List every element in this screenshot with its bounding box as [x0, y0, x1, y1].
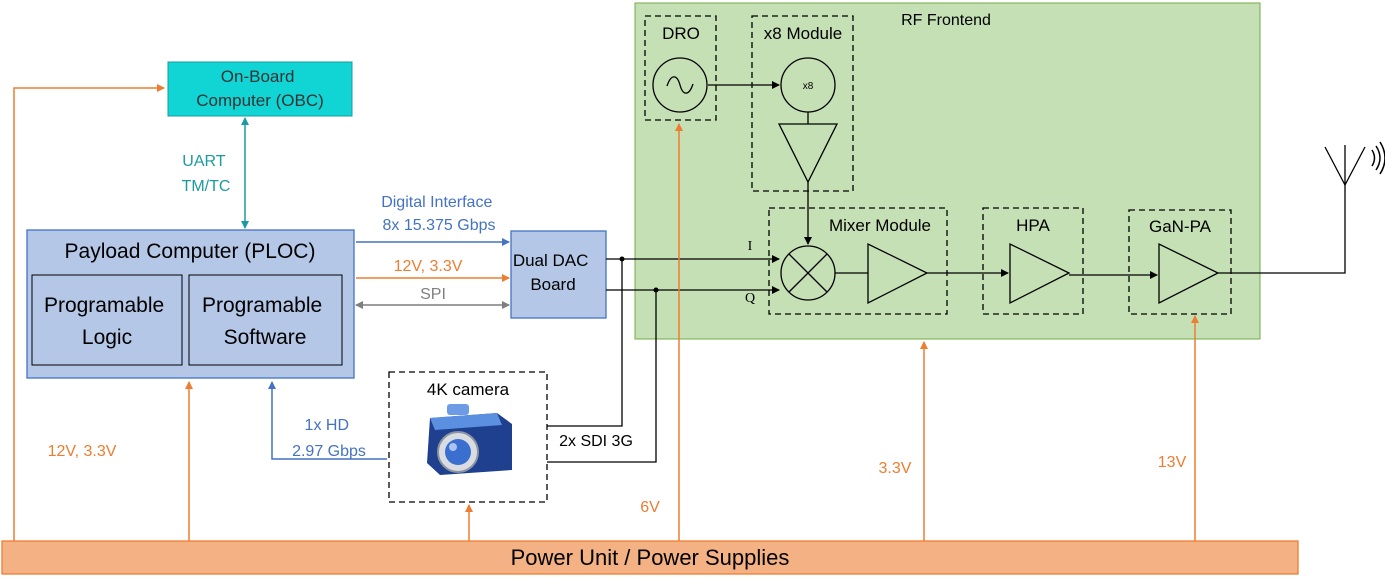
dual-dac-line2: Board — [530, 275, 575, 294]
gan-pa-label: GaN-PA — [1149, 217, 1212, 236]
gan-pa-module — [1128, 209, 1232, 315]
obc-label-line1: On-Board — [221, 67, 295, 86]
camera-label: 4K camera — [427, 380, 510, 399]
ploc-power-label: 12V, 3.3V — [48, 443, 117, 460]
obc-label-line2: Computer (OBC) — [196, 91, 324, 110]
digital-interface-label: Digital Interface 8x 15.375 Gbps — [381, 194, 497, 234]
mixer-module-label: Mixer Module — [829, 216, 931, 235]
ploc-label: Payload Computer (PLOC) — [65, 240, 316, 263]
rf-frontend-label: RF Frontend — [901, 12, 991, 29]
x8-symbol-label: x8 — [803, 81, 814, 92]
hd-link-label: 1x HD 2.97 Gbps — [292, 417, 366, 460]
digital-interface-line1: Digital Interface — [381, 194, 492, 211]
x8-module — [751, 15, 854, 192]
sdi-label: 2x SDI 3G — [559, 433, 633, 450]
dual-dac-label: Dual DAC Board — [513, 251, 593, 294]
programable-logic-line2: Logic — [82, 326, 132, 349]
programable-software-block — [188, 274, 343, 366]
mixer-module — [768, 207, 948, 315]
camera-icon — [427, 404, 512, 475]
x8-amplifier-icon — [777, 123, 839, 184]
power-unit-block — [1, 540, 1299, 575]
programable-logic-block — [31, 274, 183, 366]
antenna-icon — [1324, 141, 1385, 186]
hd-link-line1: 1x HD — [305, 417, 349, 434]
mixer-amplifier-icon — [867, 242, 929, 305]
hpa-label: HPA — [1016, 216, 1050, 235]
gan-pa-amplifier-icon — [1158, 242, 1220, 305]
dac-power-label: 12V, 3.3V — [394, 258, 463, 275]
ganpa-power-label: 13V — [1158, 454, 1187, 471]
oscillator-icon — [652, 57, 708, 113]
digital-interface-line2: 8x 15.375 Gbps — [383, 217, 496, 234]
spi-label: SPI — [420, 286, 446, 303]
programable-logic-line1: Programable — [44, 294, 164, 317]
uart-label-line2: TM/TC — [182, 178, 231, 195]
dual-dac-block — [510, 230, 607, 319]
rf-frontend-block — [634, 2, 1261, 340]
dro-power-label: 6V — [640, 499, 660, 516]
i-signal-label: I — [748, 239, 753, 254]
dro-module — [644, 15, 717, 121]
power-unit-label: Power Unit / Power Supplies — [511, 545, 790, 570]
uart-label: UART TM/TC — [182, 153, 231, 195]
programable-software-line2: Software — [224, 326, 307, 349]
q-signal-label: Q — [745, 291, 755, 306]
dual-dac-line1: Dual DAC — [513, 251, 589, 270]
hd-link-line2: 2.97 Gbps — [292, 443, 366, 460]
x8-module-label: x8 Module — [764, 24, 842, 43]
dro-label: DRO — [662, 24, 700, 43]
hpa-amplifier-icon — [1009, 242, 1071, 305]
programable-logic-label: Programable Logic — [44, 294, 170, 349]
programable-software-label: Programable Software — [202, 294, 328, 349]
uart-label-line1: UART — [182, 153, 225, 170]
programable-software-line1: Programable — [202, 294, 322, 317]
obc-label: On-Board Computer (OBC) — [196, 67, 324, 110]
rf-power-label: 3.3V — [879, 460, 912, 477]
hpa-module — [982, 207, 1084, 315]
obc-block — [167, 61, 353, 117]
